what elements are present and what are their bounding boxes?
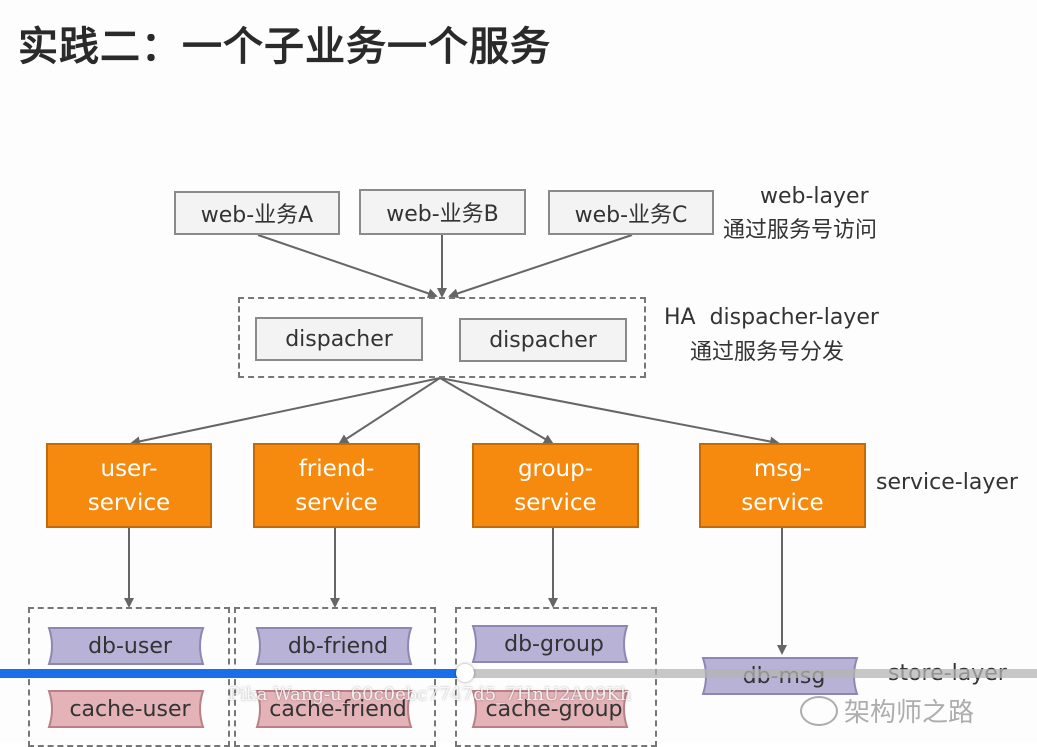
web-box-b: web-业务B — [359, 189, 526, 235]
service-friend: friend- service — [253, 443, 420, 528]
service-msg-line2: service — [741, 489, 824, 516]
cache-friend: cache-friend — [254, 688, 422, 730]
service-layer-label: service-layer — [876, 470, 1018, 495]
service-msg: msg- service — [699, 443, 866, 528]
service-group-line1: group- — [517, 455, 594, 482]
cache-group-label: cache-group — [485, 696, 623, 722]
video-progress-fill — [0, 669, 465, 678]
db-friend-label: db-friend — [287, 633, 389, 659]
slide-title: 实践二：一个子业务一个服务 — [18, 24, 551, 70]
arrow-to-group — [439, 377, 554, 445]
db-friend: db-friend — [254, 625, 422, 667]
service-msg-line1: msg- — [753, 455, 812, 482]
arrow-web-a — [257, 234, 438, 299]
arrow-to-user — [130, 377, 441, 447]
service-user-line2: service — [87, 489, 171, 516]
dispatcher-group — [238, 297, 646, 378]
user-watermark: Pika Wang-u_60c0ebc7747d5_7HnU2A09Kh — [228, 684, 632, 705]
brand-text: 架构师之路 — [844, 698, 975, 728]
db-group-label: db-group — [504, 631, 604, 657]
video-progress-bar[interactable] — [0, 664, 1037, 682]
arrow-to-msg — [439, 377, 780, 447]
dispatcher-box-1: dispacher — [255, 317, 423, 361]
service-friend-line2: service — [295, 489, 378, 516]
web-layer-label: web-layer — [760, 184, 869, 209]
brand-watermark: 架构师之路 — [800, 692, 974, 729]
cache-friend-label: cache-friend — [269, 696, 407, 722]
service-friend-line1: friend- — [298, 455, 375, 482]
arrow-to-friend — [338, 377, 441, 445]
dispatcher-layer-desc: 通过服务号分发 — [690, 340, 845, 365]
cache-group: cache-group — [470, 688, 638, 730]
service-group: group- service — [472, 443, 639, 528]
web-box-a: web-业务A — [174, 191, 340, 235]
video-progress-handle[interactable] — [455, 664, 474, 682]
web-layer-desc: 通过服务号访问 — [723, 218, 878, 243]
web-box-c: web-业务C — [548, 190, 714, 235]
service-user: user- service — [46, 443, 212, 528]
wechat-icon — [800, 695, 838, 726]
cache-user: cache-user — [46, 688, 214, 730]
db-group: db-group — [470, 623, 638, 665]
service-user-line1: user- — [100, 455, 158, 482]
dispatcher-box-2: dispacher — [459, 318, 627, 362]
db-user-label: db-user — [88, 633, 172, 659]
arrow-web-c — [448, 234, 633, 299]
dispatcher-layer-label: HA dispacher-layer — [664, 305, 879, 330]
service-group-line2: service — [514, 489, 597, 516]
cache-user-label: cache-user — [69, 696, 191, 722]
db-user: db-user — [46, 625, 214, 667]
